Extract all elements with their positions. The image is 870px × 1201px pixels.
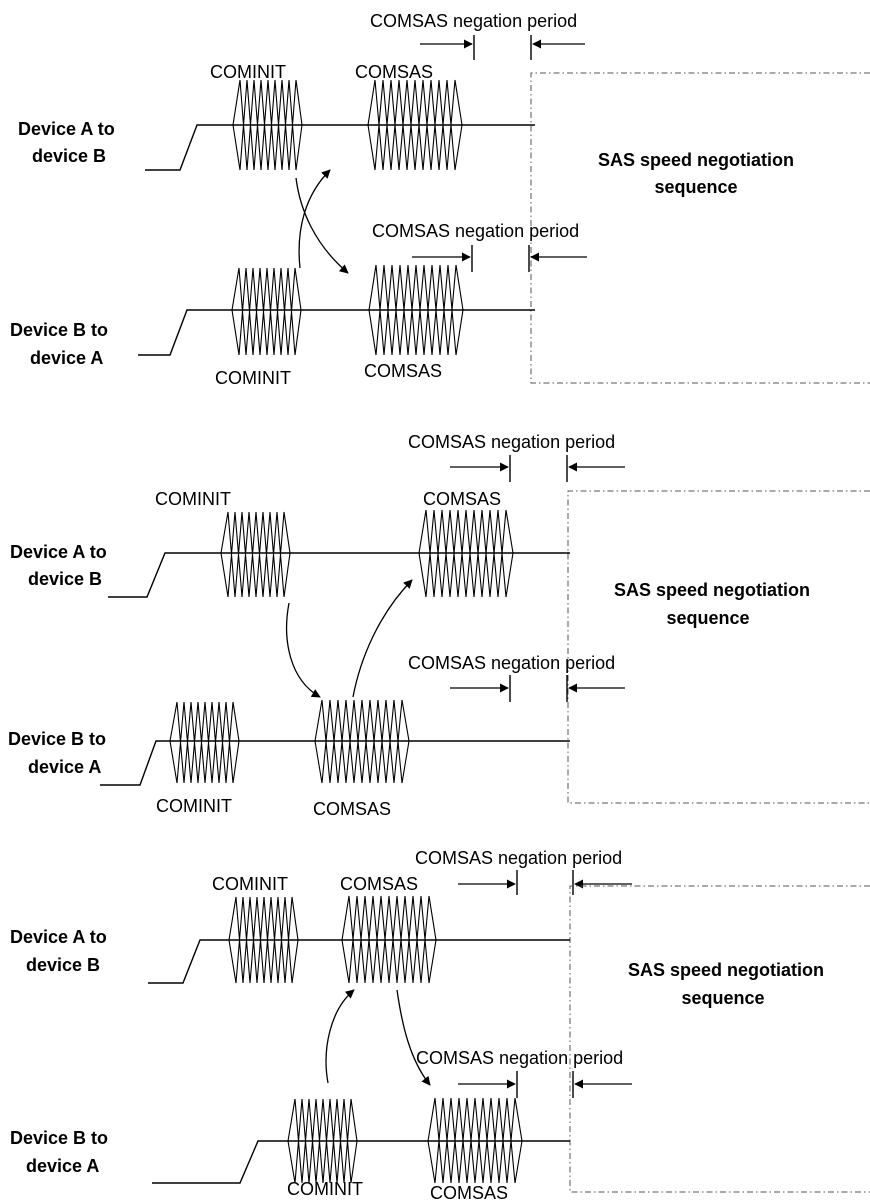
negation-period-label: COMSAS negation period (415, 848, 622, 868)
sas-sequence-label-line1: SAS speed negotiation (628, 960, 824, 980)
cominit-label: COMINIT (210, 62, 286, 82)
sas-sequence-label-line2: sequence (654, 177, 737, 197)
device-b-to-a-label-line2: device A (30, 348, 103, 368)
comsas-label: COMSAS (364, 361, 442, 381)
device-a-to-b-label-line2: device B (32, 146, 106, 166)
cominit-label: COMINIT (156, 796, 232, 816)
sas-sequence-label-line1: SAS speed negotiation (598, 150, 794, 170)
sas-sequence-label-line1: SAS speed negotiation (614, 580, 810, 600)
handshake-arrow-down (295, 177, 349, 274)
cominit-burst (220, 511, 291, 598)
device-b-to-a-label-line2: device A (26, 1156, 99, 1176)
device-b-to-a-label-line1: Device B to (8, 729, 106, 749)
comsas-label: COMSAS (313, 799, 391, 819)
negation-period-label: COMSAS negation period (370, 11, 577, 31)
device-b-to-a-label-line1: Device B to (10, 1128, 108, 1148)
device-a-to-b-label-line1: Device A to (10, 542, 107, 562)
cominit-label: COMINIT (155, 489, 231, 509)
cominit-burst (228, 896, 299, 984)
cominit-burst (169, 701, 240, 784)
handshake-arrow-down (286, 602, 321, 698)
sas-sequence-label-line2: sequence (681, 988, 764, 1008)
panel-scenario-2: COMSAS negation period COMINIT COMSAS SA… (8, 432, 870, 819)
cominit-label: COMINIT (212, 874, 288, 894)
device-a-to-b-label-line2: device B (28, 569, 102, 589)
cominit-burst (231, 267, 302, 356)
comsas-burst (341, 895, 437, 984)
comsas-label: COMSAS (430, 1183, 508, 1201)
handshake-arrow-up (325, 989, 355, 1084)
sas-sequence-label-line2: sequence (666, 608, 749, 628)
device-b-to-a-label-line2: device A (28, 757, 101, 777)
comsas-label: COMSAS (423, 489, 501, 509)
comsas-burst (368, 264, 464, 356)
cominit-label: COMINIT (215, 368, 291, 388)
panel-scenario-3: COMSAS negation period COMINIT COMSAS SA… (10, 848, 870, 1201)
cominit-burst (232, 79, 303, 171)
comsas-burst (367, 79, 463, 171)
device-a-to-b-label-line1: Device A to (10, 927, 107, 947)
cominit-label: COMINIT (287, 1179, 363, 1199)
negation-period-label: COMSAS negation period (416, 1048, 623, 1068)
signal-line-a-to-b (108, 552, 570, 598)
sas-sequence-box (569, 885, 870, 1193)
cominit-burst (287, 1098, 358, 1184)
comsas-label: COMSAS (340, 874, 418, 894)
negation-period-label: COMSAS negation period (408, 432, 615, 452)
sas-sequence-box (567, 490, 870, 804)
device-b-to-a-label-line1: Device B to (10, 320, 108, 340)
device-a-to-b-label-line1: Device A to (18, 119, 115, 139)
signal-line-b-to-a (100, 740, 570, 786)
comsas-burst (418, 509, 514, 598)
sas-sequence-box (530, 72, 870, 384)
handshake-arrow-up (352, 579, 413, 698)
comsas-burst (314, 699, 410, 784)
device-a-to-b-label-line2: device B (26, 955, 100, 975)
handshake-arrow-up (298, 169, 331, 269)
signal-line-b-to-a (138, 309, 535, 356)
handshake-arrow-down (396, 989, 431, 1086)
negation-period-label: COMSAS negation period (408, 653, 615, 673)
comsas-label: COMSAS (355, 62, 433, 82)
signal-line-a-to-b (145, 124, 535, 171)
signal-line-b-to-a (152, 1140, 570, 1184)
negation-period-label: COMSAS negation period (372, 221, 579, 241)
comsas-burst (427, 1097, 523, 1184)
panel-scenario-1: Device A to device B COMINIT COMSAS COMS… (10, 11, 870, 388)
